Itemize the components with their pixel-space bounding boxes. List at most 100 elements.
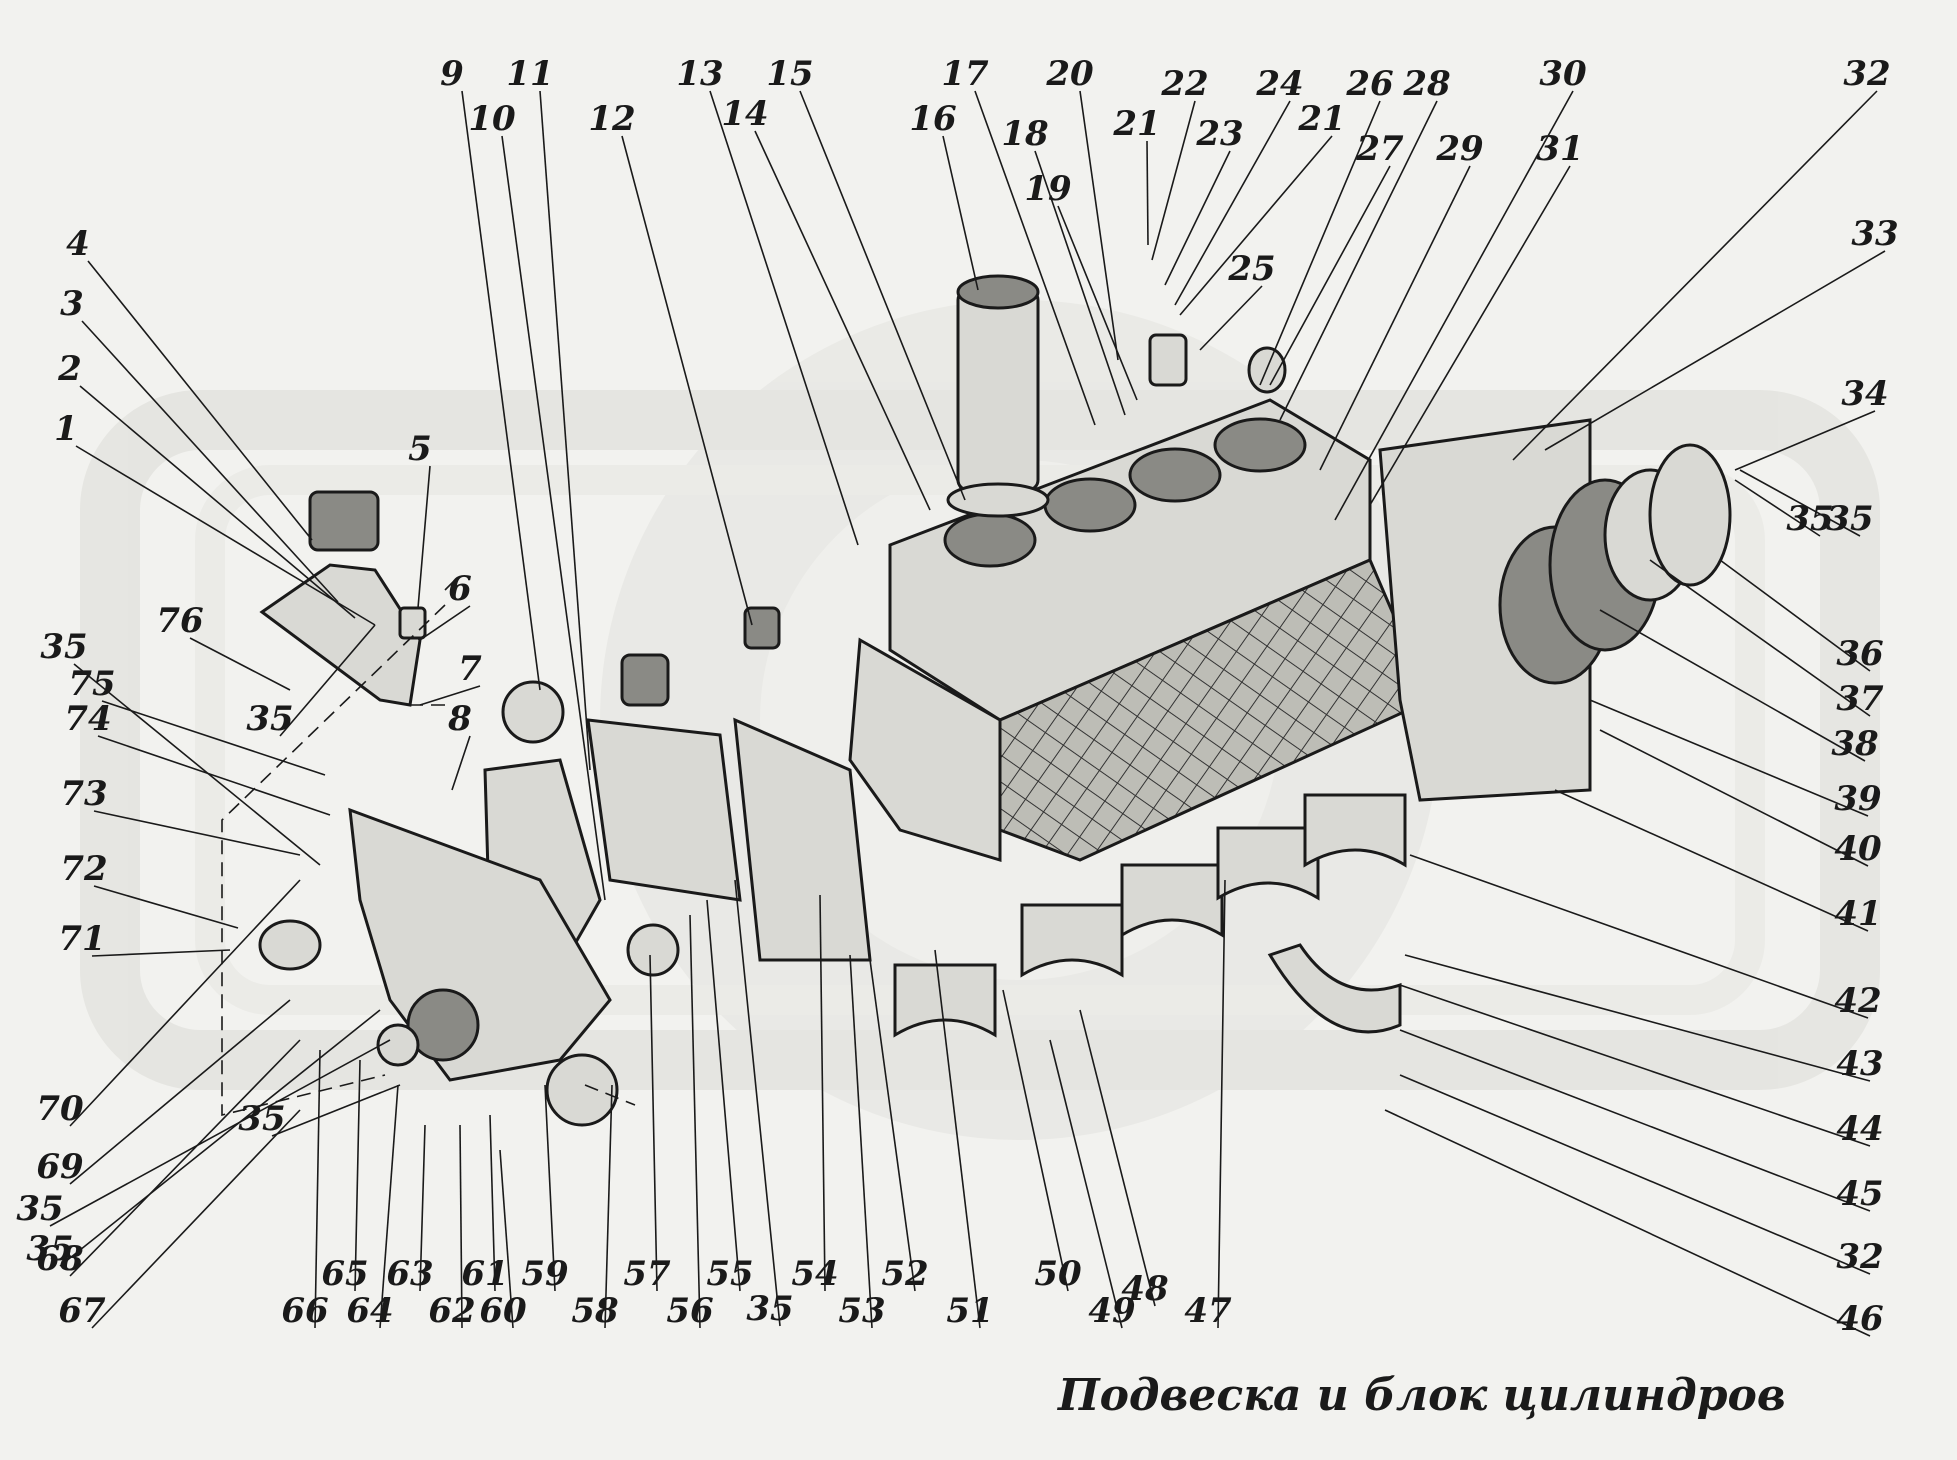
callout-number: 26 (1345, 64, 1393, 104)
callout-number: 50 (1034, 1254, 1082, 1294)
leader-line (1334, 90, 1574, 521)
leader-line (69, 999, 291, 1185)
leader-line (451, 735, 471, 791)
callout-number: 44 (1836, 1109, 1883, 1149)
callout-number: 31 (1536, 129, 1583, 169)
callout-number: 76 (156, 601, 203, 641)
callout-labels: 1234567891011121314151617181920212223242… (16, 54, 1898, 1339)
timing-case (348, 807, 612, 1082)
callout-number: 23 (1195, 114, 1243, 154)
callout-number: 35 (40, 627, 87, 667)
assembly-lines (221, 579, 636, 1117)
leader-line (1174, 100, 1291, 306)
leader-line (1049, 1039, 1123, 1329)
leader-line (79, 385, 356, 619)
callout-number: 52 (881, 1254, 928, 1294)
callout-number: 32 (1836, 1237, 1883, 1277)
leader-line (544, 1084, 556, 1292)
callout-number: 51 (946, 1291, 993, 1331)
leader-line (1217, 879, 1226, 1329)
callout-number: 35 (238, 1099, 285, 1139)
callout-number: 30 (1539, 54, 1587, 94)
leader-line (942, 135, 979, 291)
callout-number: 46 (1836, 1299, 1883, 1339)
callout-number: 18 (1001, 114, 1048, 154)
callout-number: 75 (68, 664, 115, 704)
leader-line (1734, 410, 1876, 471)
leader-line (93, 810, 301, 856)
leader-line (1079, 90, 1119, 361)
leader-line (417, 465, 431, 609)
leader-line (379, 1084, 399, 1329)
callout-number: 38 (1831, 724, 1878, 764)
callout-number: 69 (36, 1147, 83, 1187)
leader-line (75, 445, 376, 626)
leader-line (849, 954, 873, 1329)
callout-number: 48 (1121, 1269, 1168, 1309)
callout-number: 60 (479, 1291, 527, 1331)
callout-number: 35 (16, 1189, 63, 1229)
leader-line (461, 90, 541, 691)
leader-lines (49, 90, 1886, 1337)
engine-mount-bracket (259, 490, 422, 707)
callout-number: 17 (941, 54, 989, 94)
leader-line (1319, 165, 1471, 471)
callout-number: 9 (440, 54, 464, 94)
callout-number: 21 (1297, 99, 1345, 139)
cylinder-liner (946, 274, 1050, 518)
callout-number: 74 (64, 699, 111, 739)
callout-number: 11 (506, 54, 553, 94)
callout-number: 1 (54, 409, 78, 449)
leader-line (799, 90, 966, 501)
callout-number: 57 (623, 1254, 671, 1294)
leader-line (1734, 479, 1821, 537)
cylinder-block (848, 398, 1432, 863)
callout-number: 35 (1826, 499, 1873, 539)
callout-number: 35 (746, 1289, 793, 1329)
callout-number: 66 (281, 1291, 328, 1331)
callout-number: 21 (1112, 104, 1160, 144)
leader-line (649, 954, 658, 1292)
leader-line (819, 894, 826, 1292)
callout-number: 35 (26, 1229, 73, 1269)
leader-line (1146, 140, 1149, 246)
leader-line (419, 1124, 426, 1292)
callout-number: 15 (766, 54, 813, 94)
leader-line (1554, 789, 1869, 932)
front-cover-gasket (483, 717, 872, 972)
callout-number: 58 (571, 1291, 618, 1331)
leader-line (621, 135, 753, 626)
callout-number: 67 (58, 1291, 106, 1331)
callout-number: 36 (1836, 634, 1883, 674)
callout-number: 10 (468, 99, 516, 139)
leader-line (1512, 90, 1878, 461)
callout-number: 72 (60, 849, 107, 889)
leader-line (59, 1009, 381, 1267)
callout-number: 25 (1227, 249, 1275, 289)
callout-number: 6 (448, 569, 472, 609)
leader-line (499, 1149, 514, 1329)
callout-number: 19 (1024, 169, 1071, 209)
leader-line (91, 1109, 301, 1329)
leader-line (1409, 854, 1869, 1019)
leader-line (1079, 1009, 1156, 1307)
callout-number: 40 (1834, 829, 1882, 869)
leader-line (49, 1039, 391, 1227)
leader-line (1279, 100, 1438, 421)
leader-line (706, 899, 741, 1292)
callout-number: 49 (1088, 1291, 1135, 1331)
callout-number: 62 (428, 1291, 475, 1331)
callout-number: 47 (1184, 1291, 1232, 1331)
callout-number: 16 (909, 99, 956, 139)
leader-line (501, 135, 606, 901)
leader-line (1002, 989, 1069, 1292)
callout-number: 8 (447, 699, 472, 739)
callout-number: 20 (1045, 54, 1094, 94)
leader-line (1164, 150, 1231, 286)
leader-line (1259, 100, 1381, 386)
leader-line (91, 949, 231, 957)
callout-number: 24 (1255, 64, 1303, 104)
callout-number: 4 (66, 224, 90, 264)
leader-line (1399, 984, 1871, 1147)
rear-seal-assembly (1548, 443, 1732, 652)
